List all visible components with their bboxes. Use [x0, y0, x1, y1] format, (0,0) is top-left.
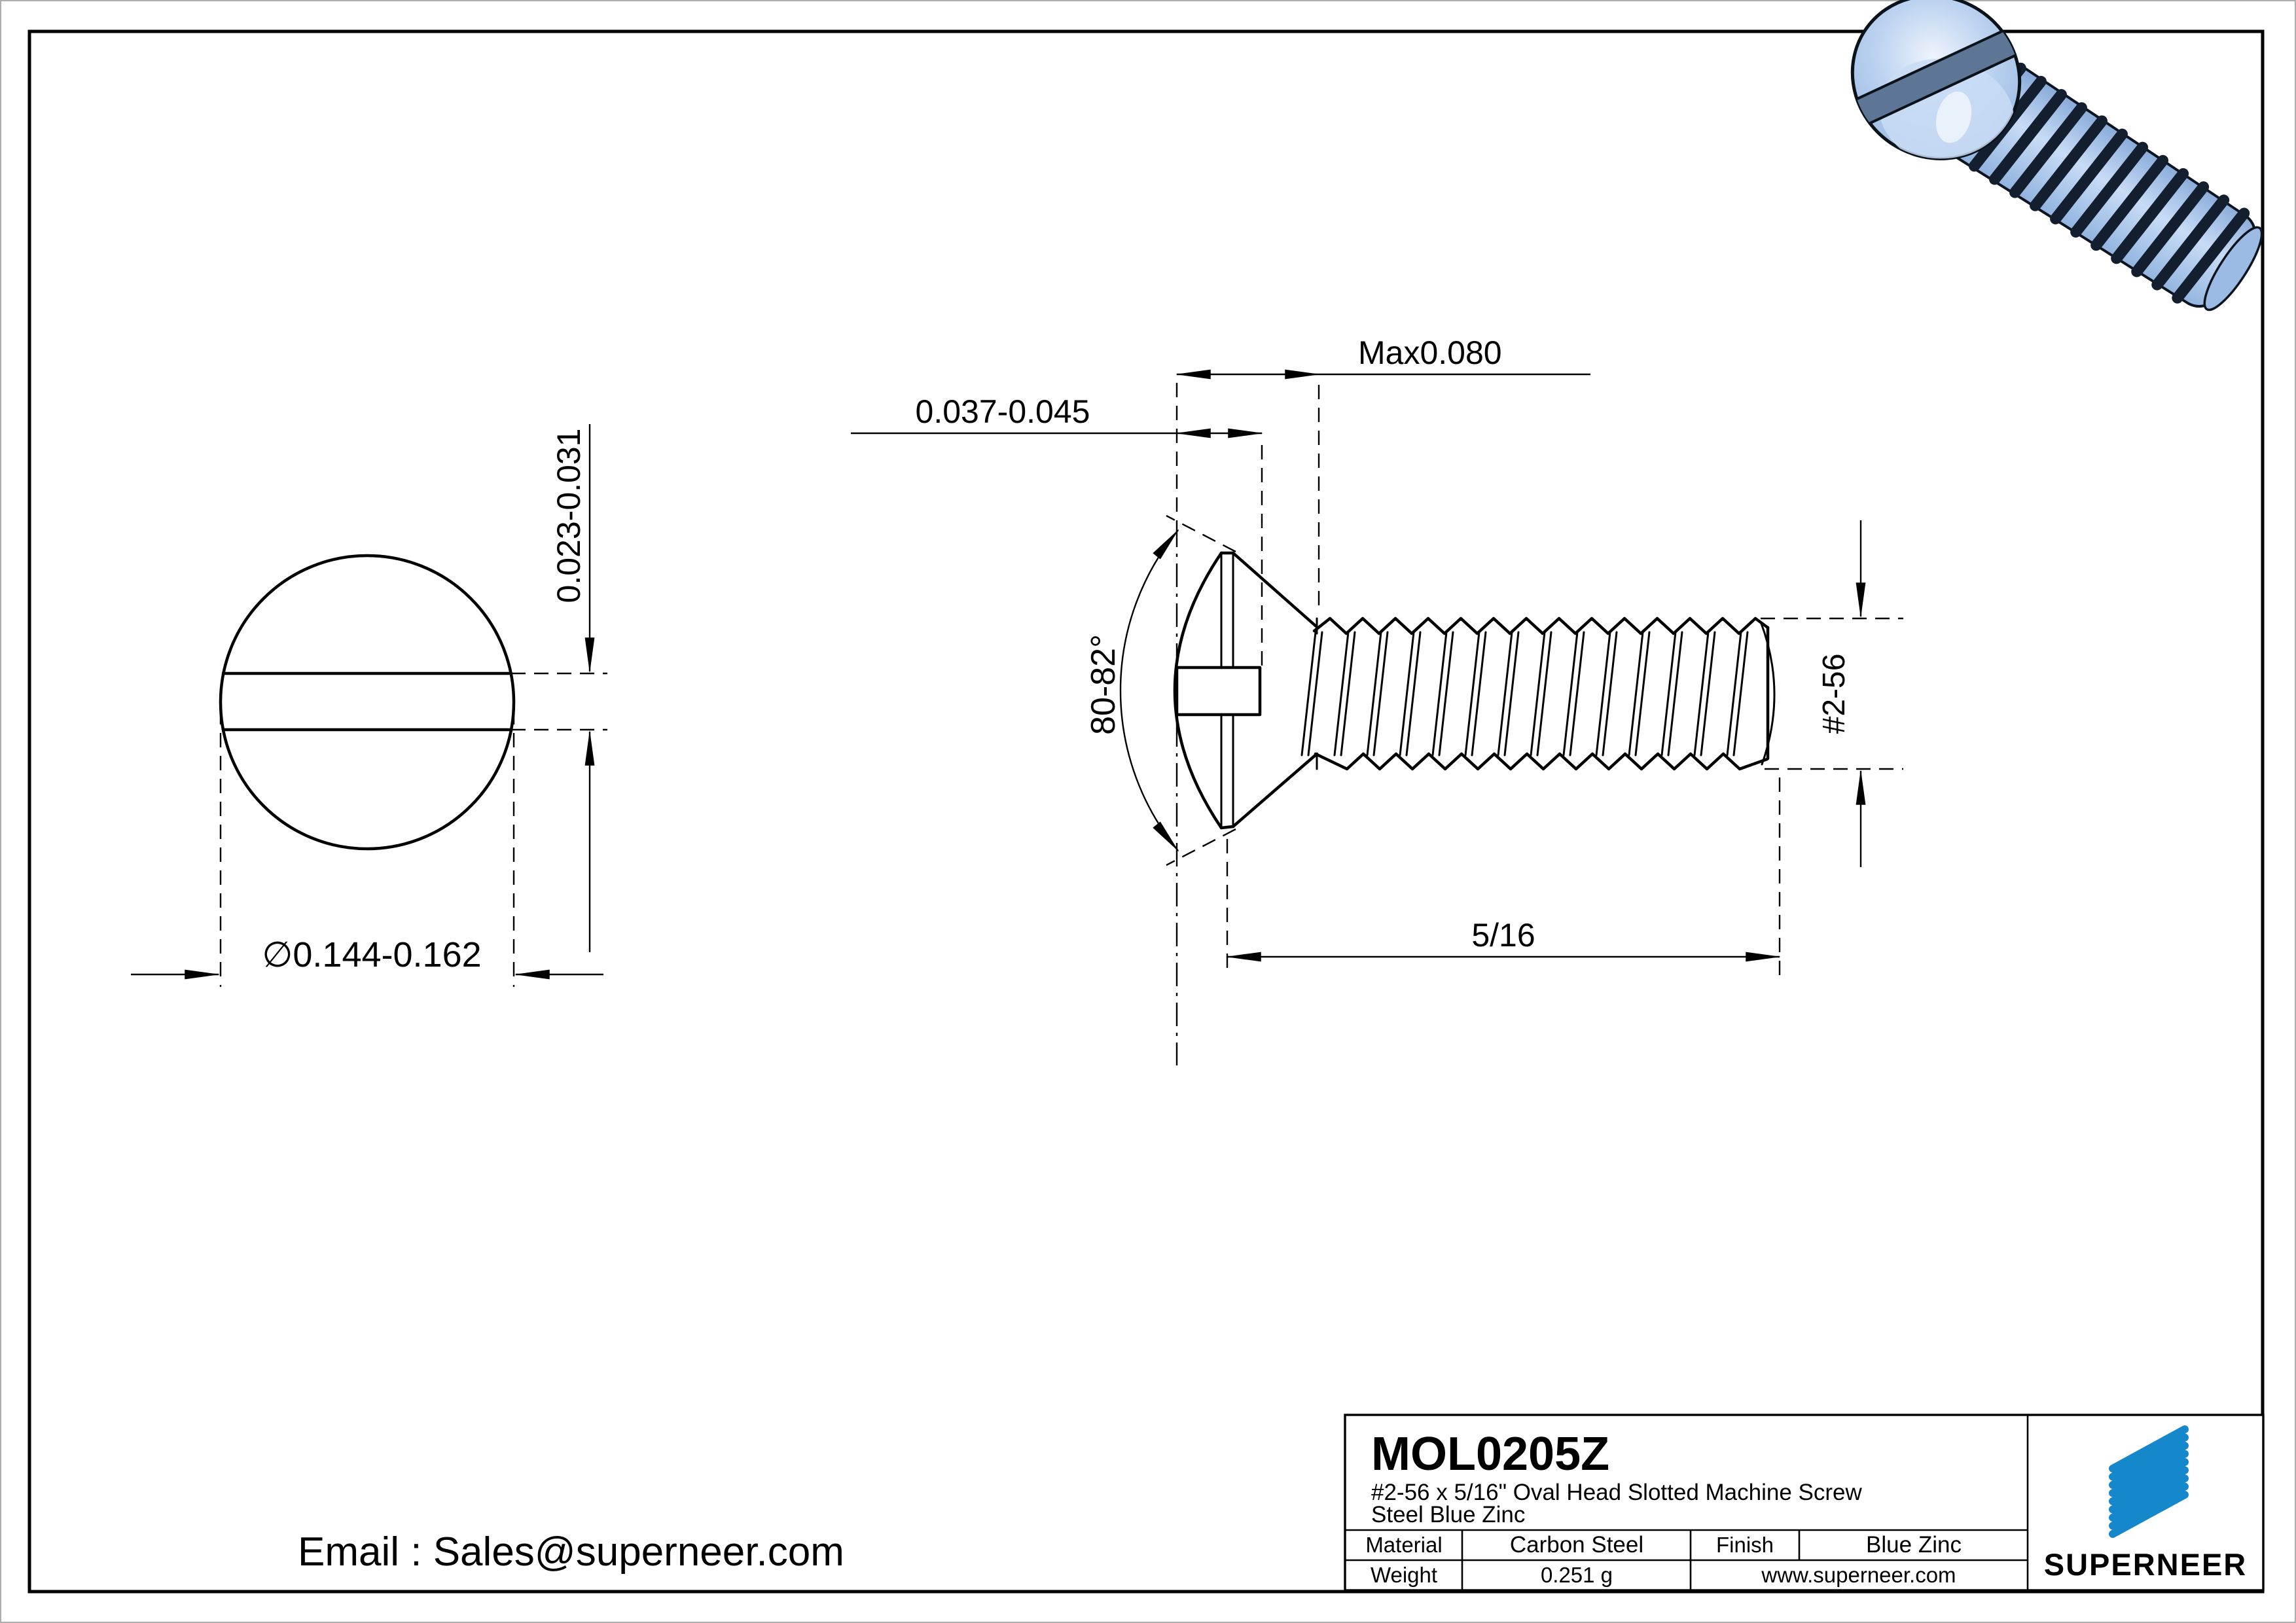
thread-profile-line — [1530, 631, 1546, 757]
thread-profile-line — [1562, 631, 1579, 757]
head-bottom-edge — [1219, 825, 1235, 830]
thread-profile-line — [1569, 631, 1585, 757]
screw-thread-stripes-line — [1989, 89, 2067, 185]
thread-profile-line — [1634, 631, 1651, 757]
screw-thread-stripes-line — [2050, 128, 2128, 224]
finish-label: Finish — [1716, 1533, 1774, 1557]
material-value: Carbon Steel — [1510, 1532, 1643, 1558]
brand-logo-icon-line — [2109, 1433, 2189, 1481]
thread-profile-line — [1595, 631, 1611, 757]
dim-slot-depth-label: 0.023-0.031 — [550, 429, 587, 603]
thread-profile-line — [1399, 631, 1415, 757]
screw-thread-stripes-line — [2030, 115, 2108, 211]
brand-logo-icon-line — [2109, 1442, 2189, 1489]
thread-profile-line — [1503, 631, 1520, 757]
thread-silhouette — [1312, 616, 1770, 635]
brand-logo-icon-line — [2109, 1474, 2189, 1522]
dim-arc — [1119, 529, 1179, 852]
thread-profile-line — [1602, 631, 1618, 757]
thread-profile-line — [1438, 631, 1454, 757]
thread-profile — [1300, 616, 1770, 771]
screw-thread-stripes-line — [2009, 102, 2087, 198]
weight-label: Weight — [1371, 1563, 1437, 1587]
dim-head-angle-label: 80-82° — [1085, 634, 1122, 735]
thread-profile-line — [1536, 631, 1552, 757]
title-block: MOL0205Z #2-56 x 5/16" Oval Head Slotted… — [1344, 1414, 2265, 1592]
thread-profile-line — [1693, 631, 1710, 757]
thread-profile-line — [1628, 631, 1644, 757]
thread-profile-line — [1405, 631, 1422, 757]
dim-head-height-label: Max0.080 — [1358, 334, 1502, 371]
screw-thread-stripes-line — [2131, 181, 2210, 277]
screw-thread-stripes-line — [2111, 168, 2189, 264]
thread-profile-line — [1700, 631, 1716, 757]
screw-head-specular — [1935, 91, 1972, 143]
thread-end-chamfer — [1759, 620, 1776, 766]
thread-profile-line — [1431, 631, 1448, 757]
brand-logo-icon-line — [2109, 1482, 2189, 1530]
website-link[interactable]: www.superneer.com — [1761, 1563, 1956, 1587]
head-outline — [219, 554, 516, 851]
thread-profile-line — [1372, 631, 1389, 757]
slot-section-box — [1175, 666, 1262, 717]
thread-profile-line — [1366, 631, 1382, 757]
thread-profile-line — [1307, 631, 1323, 757]
side-view: Max0.080 0.037-0.045 80-82° 5/16 #2-56 — [851, 334, 1903, 1065]
finish-value: Blue Zinc — [1866, 1532, 1962, 1558]
part-number: MOL0205Z — [1371, 1428, 1609, 1480]
thread-profile-line — [1667, 631, 1683, 757]
ext-line-slant — [1166, 514, 1236, 553]
thread-profile-line — [1464, 631, 1480, 757]
screw-thread-stripes-line — [2151, 194, 2230, 291]
thread-profile-line — [1300, 631, 1317, 757]
brand-logo-icon-line — [2109, 1450, 2189, 1497]
contact-email[interactable]: Email : Sales@superneer.com — [298, 1529, 844, 1575]
thread-profile-line — [1333, 631, 1350, 757]
head-crown-arc — [1173, 551, 1223, 830]
brand-logo-icon — [2109, 1425, 2189, 1538]
weight-value: 0.251 g — [1541, 1563, 1613, 1587]
thread-profile-line — [1732, 631, 1749, 757]
screw-thread-stripes-line — [2090, 154, 2169, 251]
drawing-frame — [27, 29, 2265, 1594]
screw-3d-render — [1833, 0, 2263, 312]
screw-tip — [2203, 226, 2263, 312]
thread-profile-line — [1660, 631, 1677, 757]
screw-head — [1833, 0, 2039, 168]
head-flank-top — [1231, 551, 1319, 629]
dim-slot-width-label: 0.037-0.045 — [916, 393, 1090, 430]
brand-logo-icon-line — [2109, 1491, 2189, 1538]
thread-profile-line — [1497, 631, 1513, 757]
dim-length-label: 5/16 — [1471, 917, 1535, 954]
thread-silhouette — [1314, 752, 1769, 771]
brand-logo-icon-line — [2109, 1458, 2189, 1505]
thread-profile-line — [1726, 631, 1742, 757]
thread-profile-line — [1471, 631, 1487, 757]
front-view: 0.023-0.031 ∅0.144-0.162 — [131, 424, 607, 987]
brand-name: SUPERNEER — [2044, 1547, 2248, 1582]
dim-head-diameter-label: ∅0.144-0.162 — [262, 935, 481, 974]
brand-logo-icon-line — [2109, 1466, 2189, 1514]
screw-thread-stripes-line — [2070, 141, 2149, 238]
thread-profile-line — [1340, 631, 1356, 757]
ext-line-slant — [1166, 828, 1236, 866]
dim-thread-size-label: #2-56 — [1817, 654, 1852, 734]
material-label: Material — [1365, 1533, 1442, 1557]
part-finish-description: Steel Blue Zinc — [1371, 1502, 1525, 1527]
part-description: #2-56 x 5/16" Oval Head Slotted Machine … — [1371, 1480, 1862, 1505]
head-flank-bottom — [1231, 752, 1319, 829]
brand-logo-icon-line — [2109, 1425, 2189, 1472]
screw-thread-stripes-line — [2172, 207, 2250, 304]
